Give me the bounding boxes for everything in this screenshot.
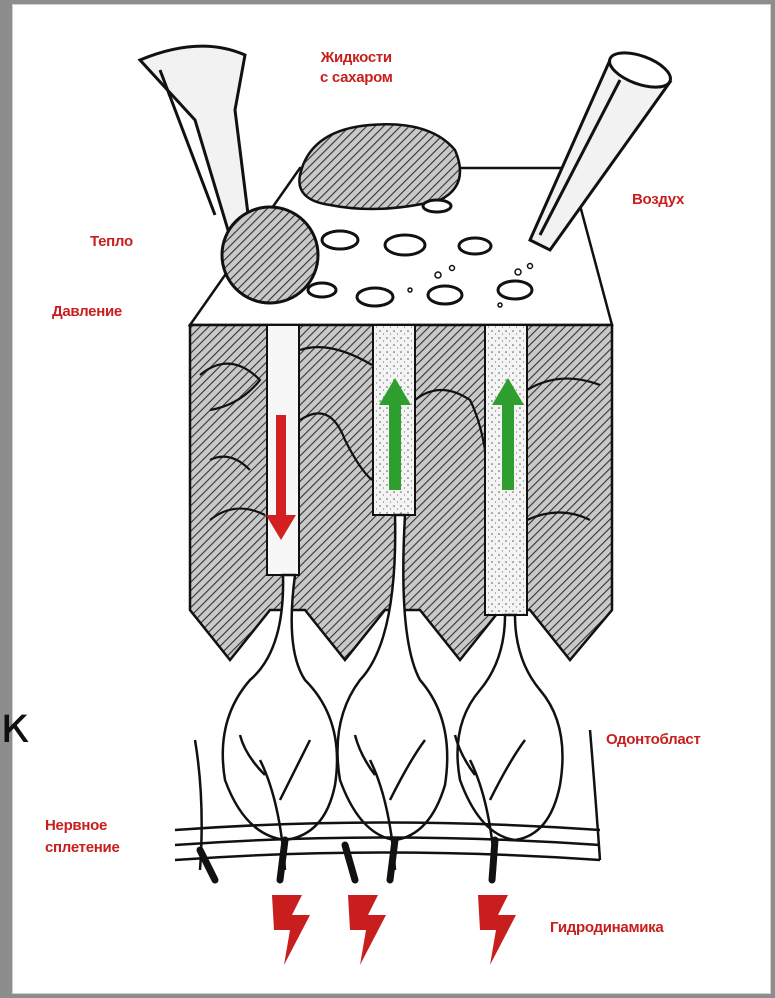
- label-liquids-with-sugar: Жидкости с сахаром: [320, 48, 393, 88]
- label-pressure: Давление: [52, 302, 122, 322]
- sugar-deposit: [299, 124, 460, 209]
- label-air: Воздух: [632, 190, 684, 210]
- label-heat: Тепло: [90, 232, 133, 252]
- air-syringe: [530, 46, 675, 250]
- label-nerve-plexus: Нервное сплетение: [45, 815, 120, 859]
- label-odontoblast: Одонтобласт: [606, 730, 701, 750]
- nerve-roots: [200, 840, 495, 880]
- lightning-bolts: [272, 895, 516, 965]
- label-hydrodynamics: Гидродинамика: [550, 918, 663, 938]
- heat-probe: [140, 46, 318, 303]
